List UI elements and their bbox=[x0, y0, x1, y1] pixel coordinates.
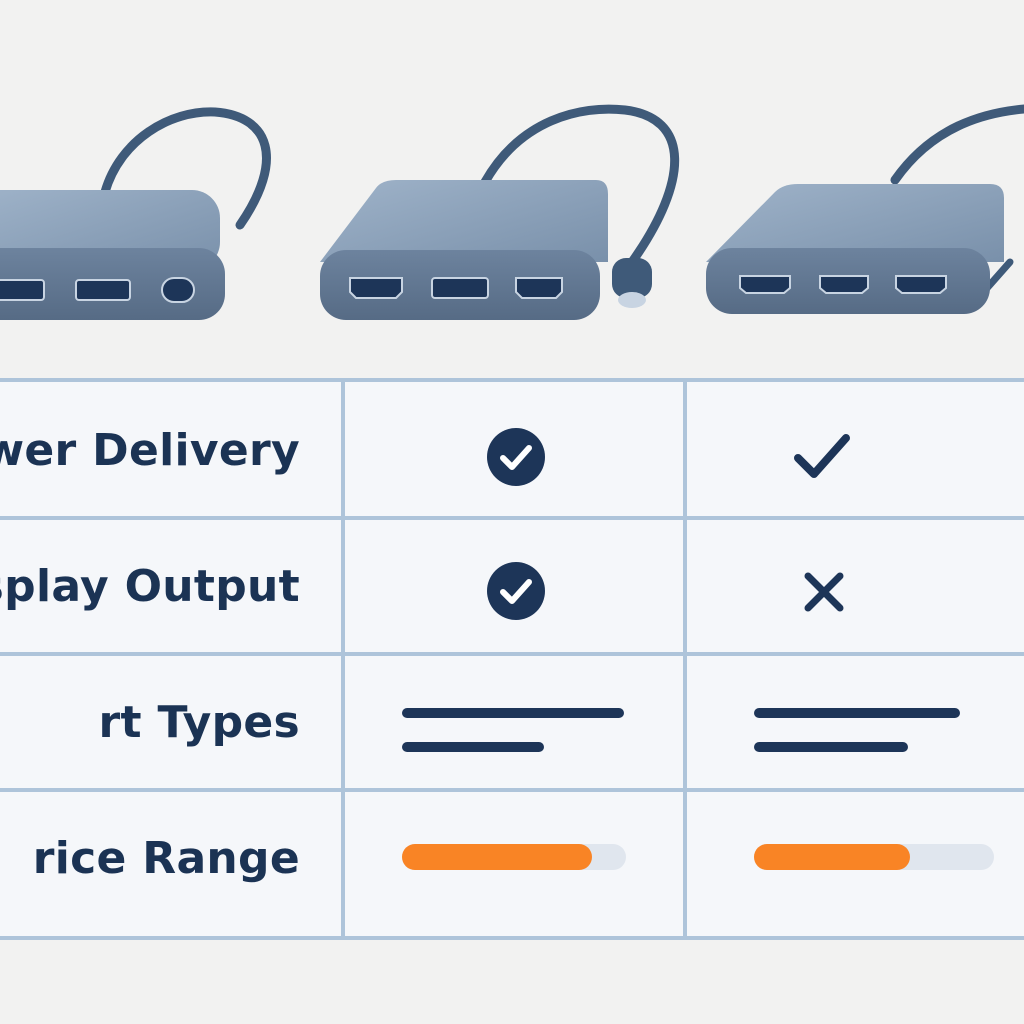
text-placeholder-line bbox=[402, 708, 624, 718]
column-divider bbox=[341, 382, 345, 936]
feature-label: ower Delivery bbox=[0, 425, 300, 476]
table-row-price-range: rice Range bbox=[0, 794, 1024, 924]
usb-hub-middle-image bbox=[320, 104, 680, 320]
check-circle-icon bbox=[487, 562, 545, 620]
text-placeholder-line bbox=[754, 742, 908, 752]
price-range-bar bbox=[754, 844, 994, 870]
product-images bbox=[0, 104, 1024, 320]
row-divider bbox=[0, 788, 1024, 792]
table-row-power-delivery: ower Delivery bbox=[0, 386, 1024, 516]
row-divider bbox=[0, 516, 1024, 520]
price-range-fill bbox=[754, 844, 910, 870]
price-range-bar bbox=[402, 844, 626, 870]
table-row-port-types: rt Types bbox=[0, 658, 1024, 788]
cell-product-2 bbox=[346, 386, 686, 516]
cell-product-3 bbox=[688, 794, 1024, 924]
cell-product-3 bbox=[688, 658, 1024, 788]
text-placeholder-line bbox=[754, 708, 960, 718]
check-circle-icon bbox=[487, 428, 545, 486]
usb-hub-right-image bbox=[706, 104, 1024, 314]
price-range-fill bbox=[402, 844, 593, 870]
cell-product-2 bbox=[346, 522, 686, 652]
feature-label: rice Range bbox=[32, 833, 300, 884]
cell-product-2 bbox=[346, 658, 686, 788]
text-placeholder-line bbox=[402, 742, 544, 752]
check-icon bbox=[794, 434, 850, 478]
close-icon bbox=[804, 572, 844, 612]
cell-product-3 bbox=[688, 386, 1024, 516]
usb-hub-left-image bbox=[0, 107, 271, 320]
feature-label: isplay Output bbox=[0, 561, 300, 612]
table-row-display-output: isplay Output bbox=[0, 522, 1024, 652]
column-divider bbox=[683, 382, 687, 936]
row-divider bbox=[0, 652, 1024, 656]
cell-product-2 bbox=[346, 794, 686, 924]
comparison-table: ower Delivery isplay Output bbox=[0, 378, 1024, 940]
feature-label: rt Types bbox=[98, 697, 300, 748]
cell-product-3 bbox=[688, 522, 1024, 652]
